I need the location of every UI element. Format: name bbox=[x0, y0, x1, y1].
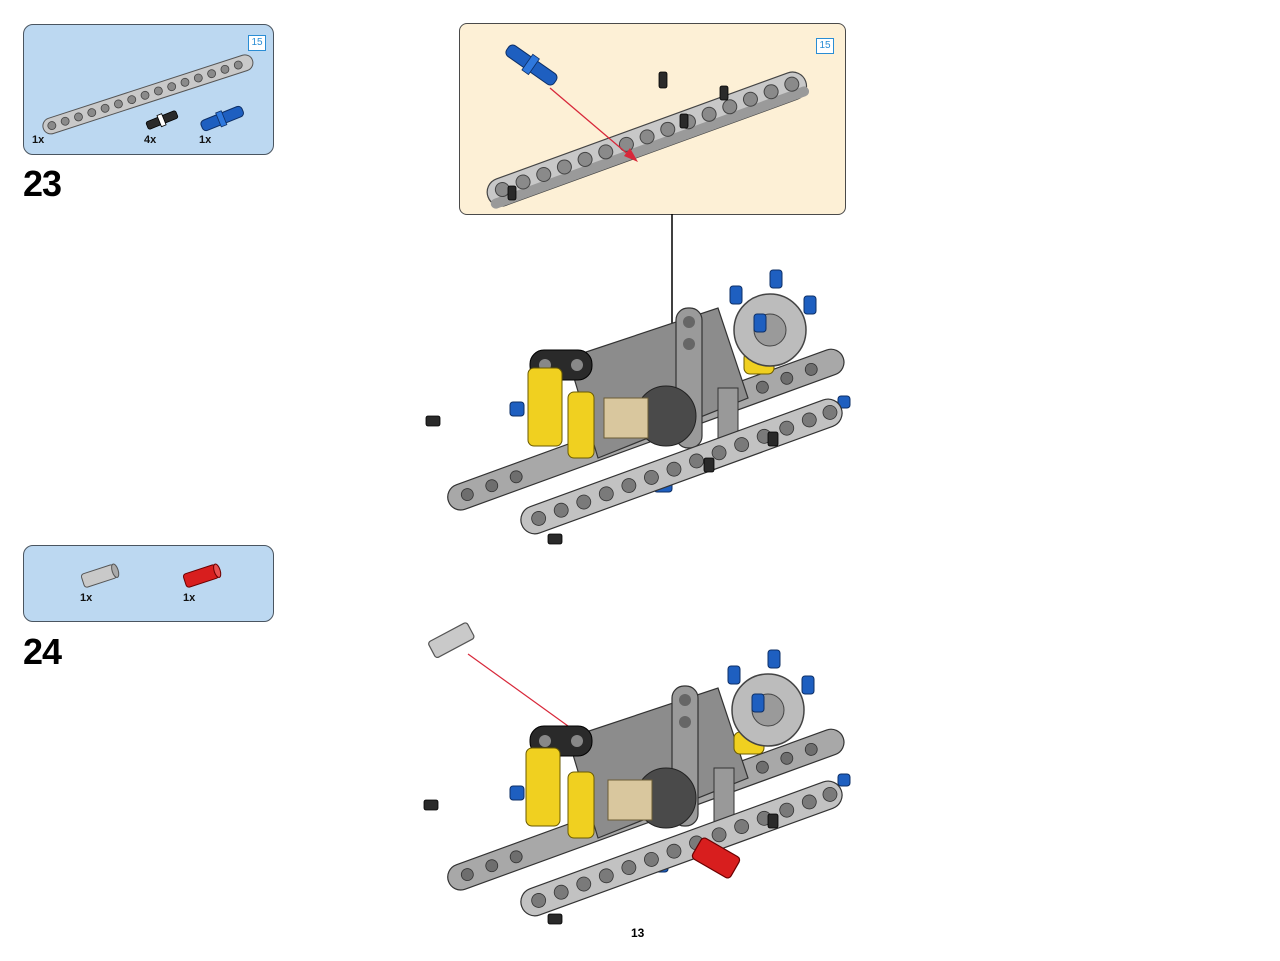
technic-beam-15-icon bbox=[42, 54, 254, 135]
step-number: 24 bbox=[23, 631, 62, 672]
sub-assembly-callout: 15 bbox=[459, 23, 846, 215]
parts-list-step-24: 1x 1x bbox=[23, 545, 274, 622]
part-qty: 1x bbox=[199, 134, 212, 146]
sub-assembly-beam-icon bbox=[486, 44, 810, 209]
parts-list-step-23: 15 1x 4x 1x bbox=[23, 24, 274, 155]
beam-length-label: 15 bbox=[816, 38, 834, 54]
part-qty: 4x bbox=[144, 134, 157, 146]
step-23-model-illustration bbox=[425, 269, 851, 545]
beam-length-label: 15 bbox=[248, 35, 266, 51]
part-qty: 1x bbox=[32, 134, 45, 146]
part-qty: 1x bbox=[80, 592, 93, 604]
page-number: 13 bbox=[631, 926, 645, 940]
gray-axle-connector-icon bbox=[80, 563, 120, 588]
black-pin-icon bbox=[145, 110, 179, 130]
part-qty: 1x bbox=[183, 592, 196, 604]
step-number: 23 bbox=[23, 163, 62, 204]
red-axle-connector-icon bbox=[182, 563, 222, 588]
step-24-model-illustration bbox=[423, 622, 851, 925]
blue-pin-icon bbox=[200, 105, 244, 132]
